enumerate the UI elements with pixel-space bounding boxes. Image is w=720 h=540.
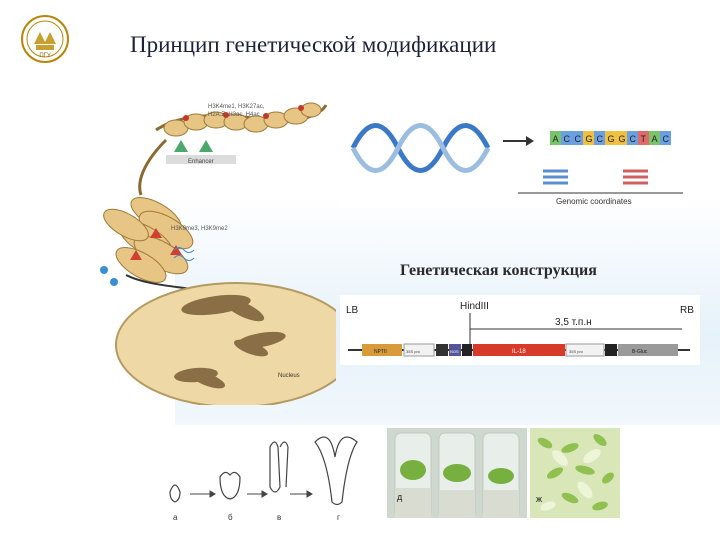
segment-tp: [462, 344, 472, 356]
base-cell: [605, 131, 616, 145]
segment-label-promoter-2: 35S pro: [569, 349, 584, 354]
base-letter: C: [564, 134, 571, 144]
base-cell: [561, 131, 572, 145]
segment-il18: [473, 344, 565, 356]
enhancer-label: Enhancer: [188, 159, 214, 165]
chromatin-figure: H3K4me1, H3K27ac, H2A.Z, H3ac, H4ac Enha…: [100, 102, 336, 405]
callus-photo: ж: [530, 428, 620, 518]
base-cell: [572, 131, 583, 145]
stage-label-a: а: [173, 513, 178, 522]
segment-label-nos: NOS: [450, 349, 459, 354]
photo-label-right: ж: [536, 494, 542, 504]
stage-label-v: в: [277, 513, 281, 522]
segment-label-bgluc: B-Gluc: [632, 349, 648, 355]
stage-label-g: г: [337, 513, 340, 522]
base-cell: [616, 131, 627, 145]
segment-nos: [449, 344, 461, 356]
base-letter: C: [663, 134, 670, 144]
segment-spacer: [605, 344, 617, 356]
base-letter: C: [597, 134, 604, 144]
genomic-coordinates-label: Genomic coordinates: [556, 197, 632, 206]
base-letter: G: [619, 134, 626, 144]
test-tubes-photo: д: [387, 428, 527, 518]
segment-ter: [436, 344, 448, 356]
segment-promoter-2: [565, 343, 605, 357]
photo-label-left: д: [397, 492, 403, 502]
base-cell: [550, 131, 561, 145]
base-letter: A: [553, 134, 559, 144]
nucleus-label: Nucleus: [278, 373, 300, 379]
construct-figure: LB RB HindIII 3,5 т.п.н NPTII 35S pro NO…: [340, 295, 700, 365]
embryo-stages-figure: а б в г: [169, 436, 358, 522]
construct-heading: Генетическая конструкция: [400, 262, 597, 279]
segment-label-il18: IL-18: [512, 349, 526, 355]
lb-label: LB: [346, 305, 359, 316]
mark-label-top-1: H3K4me1, H3K27ac,: [208, 104, 265, 110]
segment-label-nptii: NPTII: [374, 349, 387, 355]
base-cell: [638, 131, 649, 145]
base-letter: A: [652, 134, 658, 144]
rb-label: RB: [680, 305, 694, 316]
base-letter: C: [575, 134, 582, 144]
stage-label-b: б: [228, 513, 233, 522]
mark-label-top-2: H2A.Z, H3ac, H4ac: [208, 112, 260, 118]
size-label: 3,5 т.п.н: [555, 317, 592, 328]
base-letter: C: [630, 134, 637, 144]
base-letter: G: [586, 134, 593, 144]
base-letter: T: [641, 134, 647, 144]
segment-bgluc: [618, 344, 678, 356]
university-logo: ПГУ: [21, 15, 69, 63]
logo-text: ПГУ: [39, 53, 51, 59]
slide-title: Принцип генетической модификации: [130, 32, 497, 57]
base-cell: [660, 131, 671, 145]
base-cell: [627, 131, 638, 145]
mark-label-mid: H3K9me3, H3K9me2: [171, 226, 228, 232]
segment-nptii: [362, 344, 402, 356]
segment-label-promoter-1: 35S pro: [406, 349, 421, 354]
segment-promoter-1: [403, 343, 435, 357]
base-cell: [649, 131, 660, 145]
hindiii-label: HindIII: [460, 301, 489, 312]
base-letter: G: [608, 134, 615, 144]
base-cell: [583, 131, 594, 145]
base-cell: [594, 131, 605, 145]
